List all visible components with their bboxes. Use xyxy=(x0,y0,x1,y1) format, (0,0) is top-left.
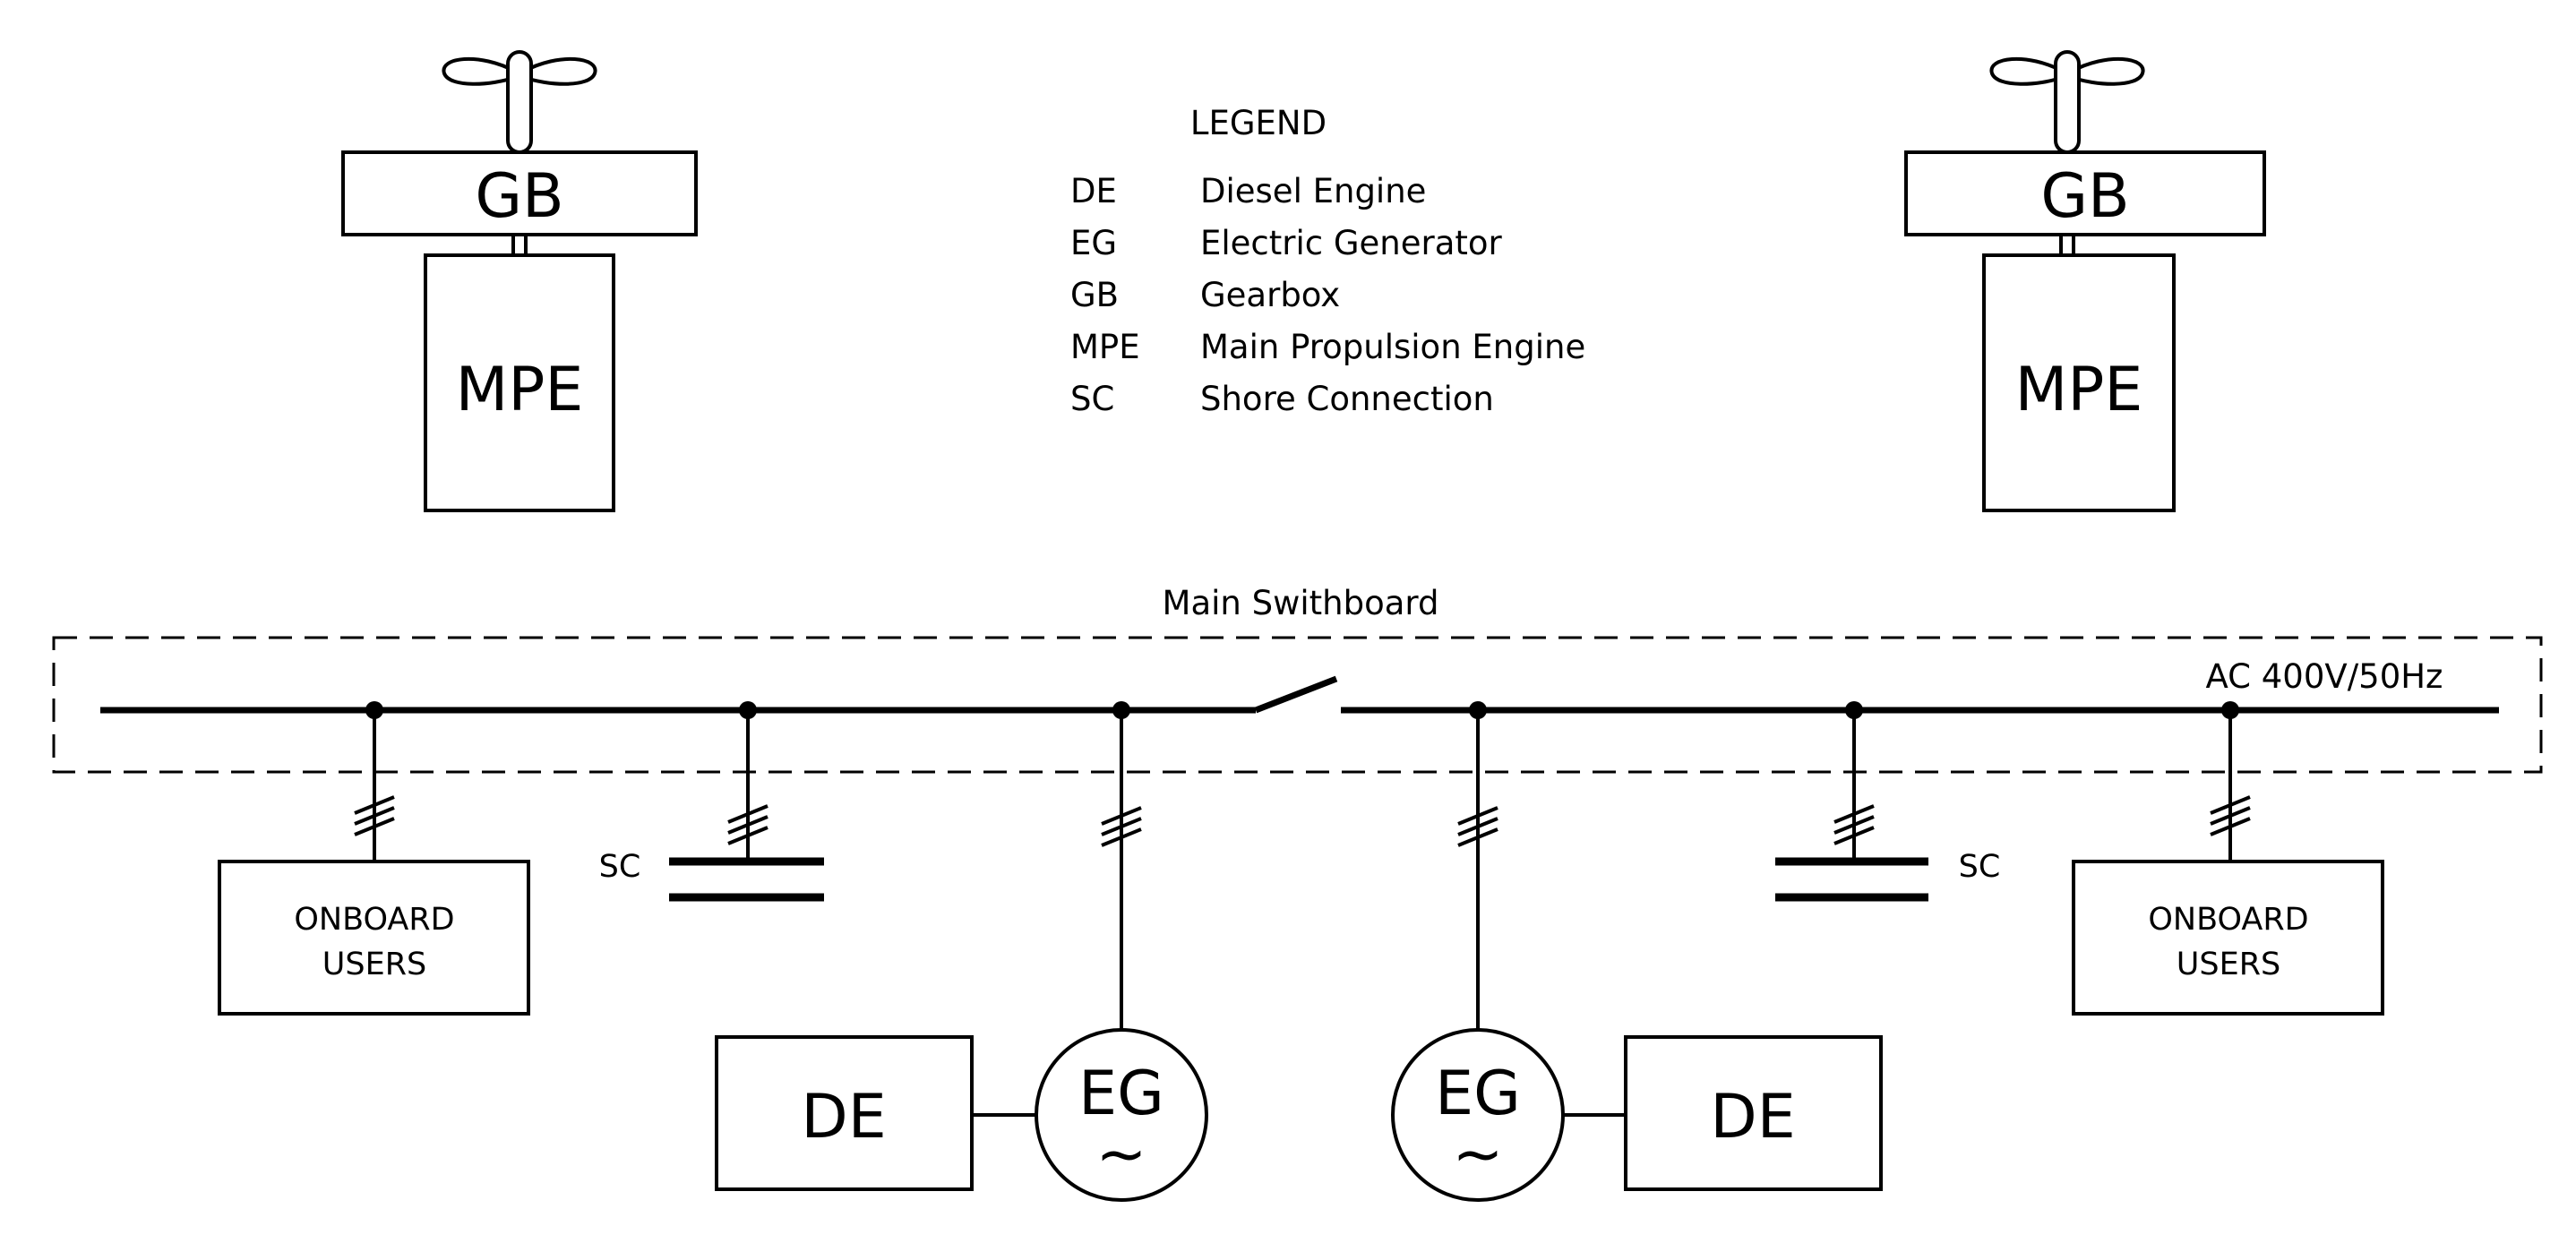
ac-wave-icon: ~ xyxy=(1096,1119,1147,1190)
gearbox-label: GB xyxy=(2040,161,2129,232)
main-propulsion-engine-label: MPE xyxy=(2015,355,2143,425)
main-propulsion-engine-box xyxy=(424,253,615,512)
legend-abbr: SC xyxy=(1070,380,1114,418)
diesel-engine-label: DE xyxy=(801,1082,886,1153)
diesel-engine-label: DE xyxy=(1710,1082,1795,1153)
generator-set-left: DE EG ~ xyxy=(715,1028,1208,1202)
legend-abbr: GB xyxy=(1070,276,1119,314)
three-phase-marker xyxy=(354,795,395,836)
bus-tie-breaker xyxy=(1254,675,1338,714)
propeller-icon xyxy=(442,50,597,154)
legend-meaning: Main Propulsion Engine xyxy=(1200,328,1585,366)
propeller-icon xyxy=(1989,50,2145,154)
switchboard-title: Main Swithboard xyxy=(1163,584,1439,622)
diesel-engine-box xyxy=(1624,1035,1883,1191)
shore-connection-right: SC xyxy=(1775,849,2001,902)
onboard-users-left: ONBOARD USERS xyxy=(218,860,530,1016)
onboard-users-label: USERS xyxy=(2177,947,2280,982)
electric-generator-label: EG xyxy=(1078,1059,1164,1129)
legend-meaning: Electric Generator xyxy=(1200,224,1503,262)
gearbox-label: GB xyxy=(475,161,563,232)
onboard-users-label: ONBOARD xyxy=(294,902,454,938)
legend-abbr: DE xyxy=(1070,172,1117,210)
legend: LEGEND DE Diesel Engine EG Electric Gene… xyxy=(1070,104,1585,418)
switchboard-enclosure xyxy=(52,636,2543,774)
ac-wave-icon: ~ xyxy=(1453,1119,1504,1190)
legend-meaning: Gearbox xyxy=(1200,276,1340,314)
electric-generator-circle xyxy=(1035,1028,1208,1202)
legend-abbr: EG xyxy=(1070,224,1117,262)
feeder-lines xyxy=(354,710,2251,1032)
legend-title: LEGEND xyxy=(1190,104,1327,142)
legend-meaning: Diesel Engine xyxy=(1200,172,1426,210)
three-phase-marker xyxy=(2210,795,2251,836)
onboard-users-label: ONBOARD xyxy=(2148,902,2308,938)
main-propulsion-engine-box xyxy=(1982,253,2176,512)
bus-rating-label: AC 400V/50Hz xyxy=(2206,657,2443,696)
shore-connection-left: SC xyxy=(599,849,824,902)
gearbox-box xyxy=(341,150,698,236)
onboard-users-right: ONBOARD USERS xyxy=(2072,860,2384,1016)
shore-connection-label: SC xyxy=(599,849,641,885)
shore-connection-label: SC xyxy=(1959,849,2001,885)
legend-meaning: Shore Connection xyxy=(1200,380,1494,418)
gearbox-box xyxy=(1904,150,2266,236)
onboard-users-label: USERS xyxy=(322,947,426,982)
main-propulsion-engine-label: MPE xyxy=(456,355,584,425)
three-phase-marker xyxy=(1101,806,1142,847)
generator-set-right: EG ~ DE xyxy=(1391,1028,1883,1202)
propulsion-train-right: GB MPE xyxy=(1904,50,2266,512)
three-phase-marker xyxy=(1833,804,1875,845)
electric-generator-label: EG xyxy=(1435,1059,1521,1129)
main-switchboard: Main Swithboard AC 400V/50Hz xyxy=(52,584,2543,774)
legend-abbr: MPE xyxy=(1070,328,1140,366)
propulsion-train-left: GB MPE xyxy=(341,50,698,512)
three-phase-marker xyxy=(1457,806,1498,847)
three-phase-marker xyxy=(727,804,769,845)
